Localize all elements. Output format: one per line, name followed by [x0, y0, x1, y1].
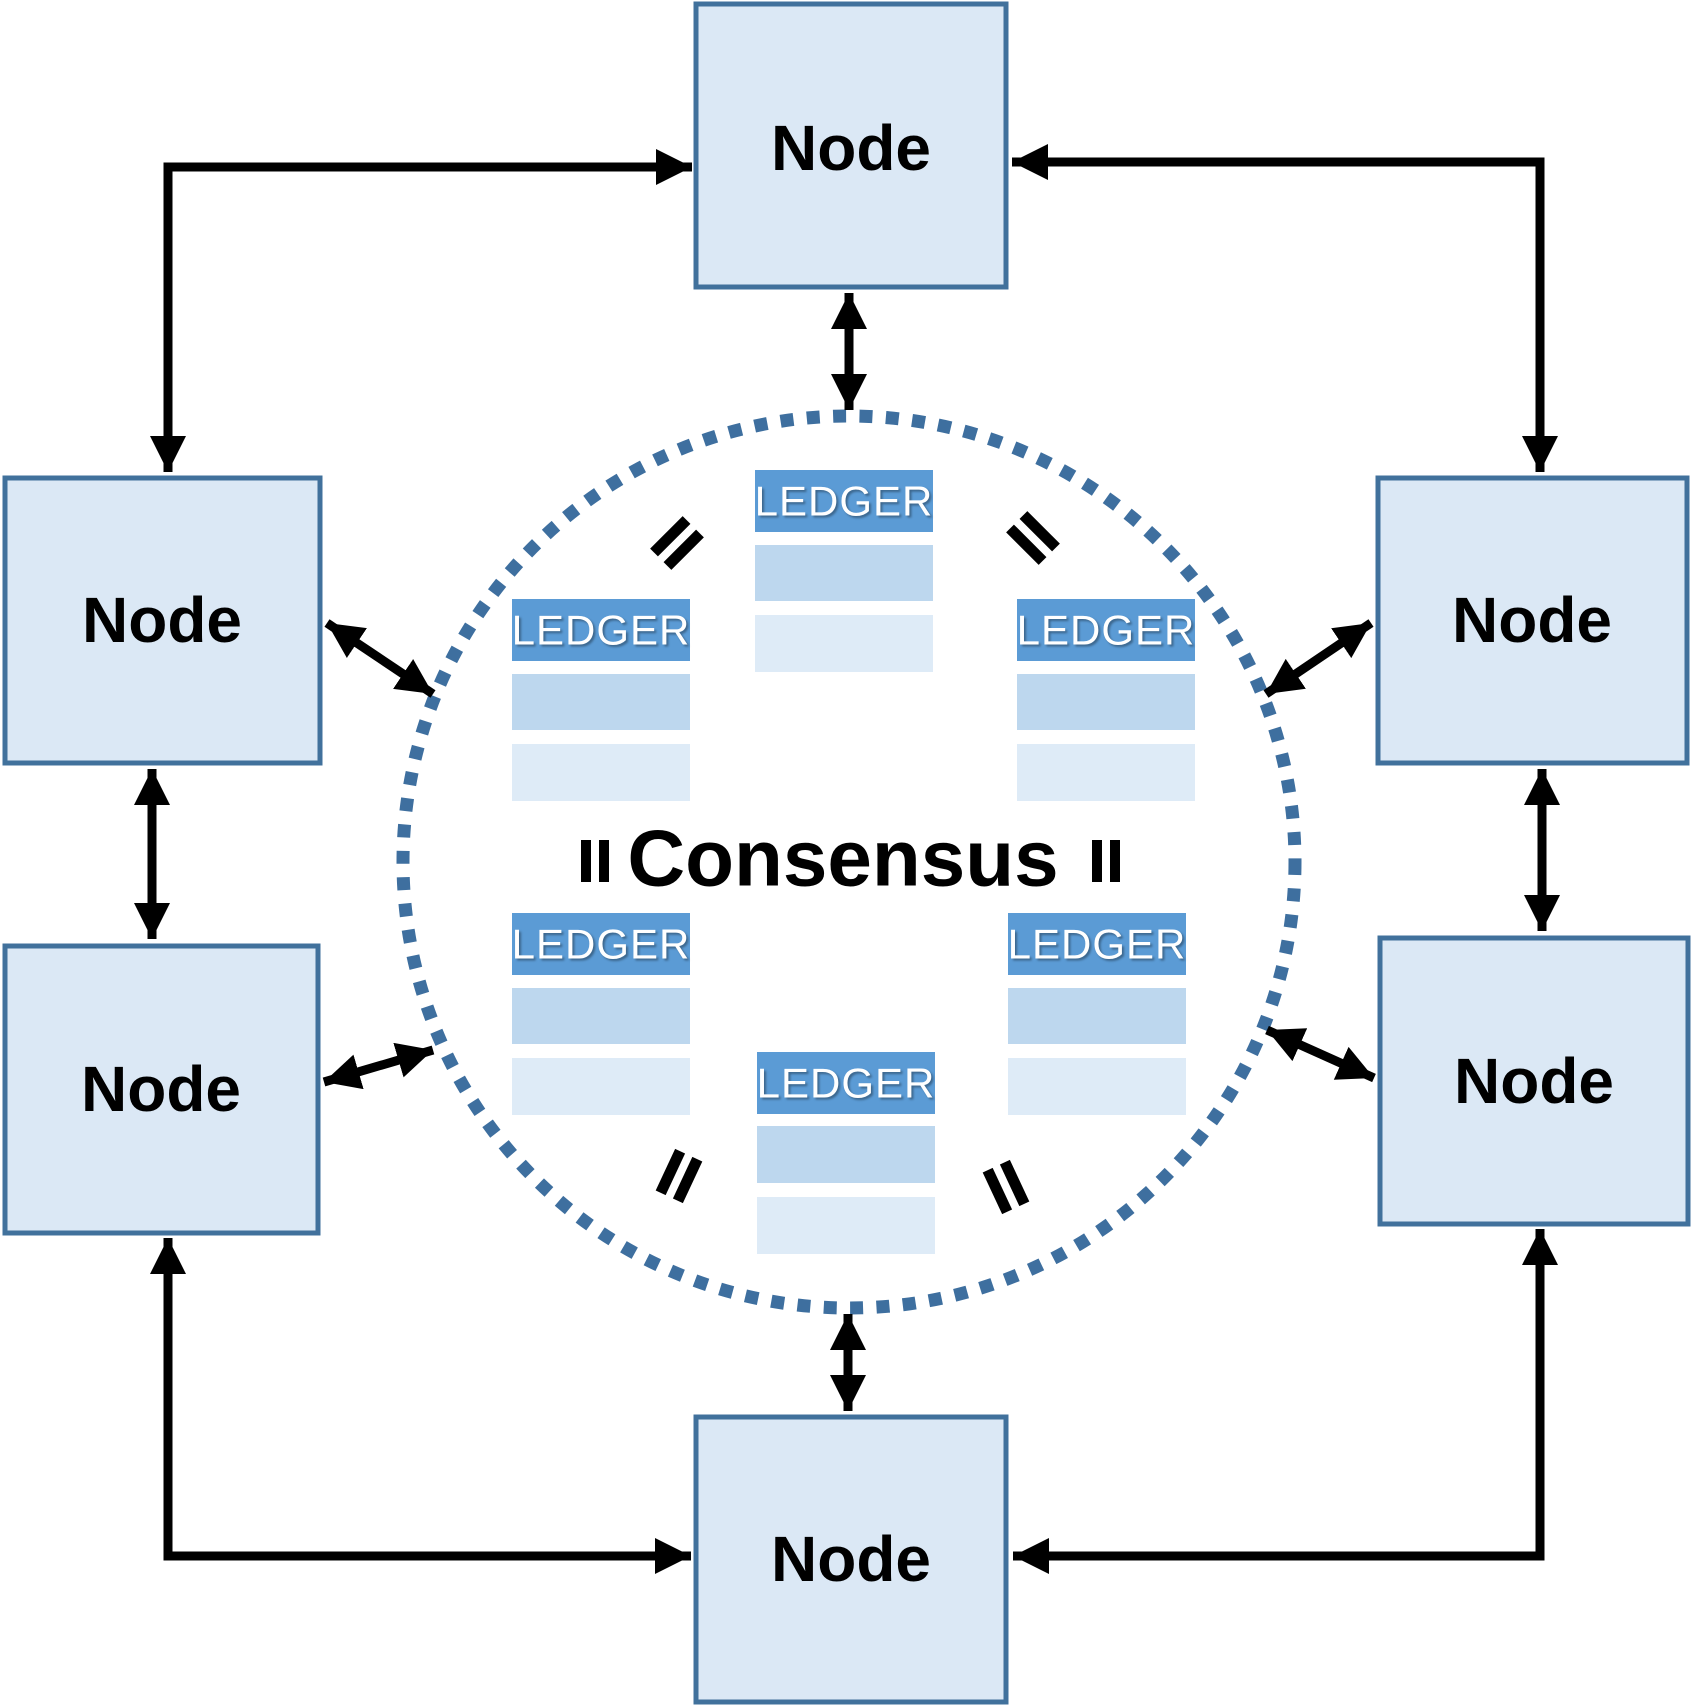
- ledger-header: [757, 1052, 935, 1114]
- arrow-lower-left-node-to-bottom-node: [150, 1238, 691, 1574]
- node-label: Node: [1454, 1045, 1614, 1117]
- ledger-header: [755, 470, 933, 532]
- arrow-top-node-to-upper-left-node: [150, 149, 692, 472]
- ledger-label: LEDGER: [512, 921, 691, 968]
- ledger-row: [757, 1126, 935, 1183]
- arrow-lower-left-node-to-circle: [322, 1042, 435, 1090]
- arrow-upper-left-node-to-circle: [324, 619, 436, 698]
- node-box: [2, 943, 321, 1236]
- node-box: [1375, 475, 1690, 766]
- ledger-upper-right: LEDGER: [1017, 599, 1196, 801]
- ledger-row: [757, 1197, 935, 1254]
- ledger-row: [1008, 1058, 1186, 1115]
- node-top: Node: [693, 1, 1009, 290]
- arrow-upper-right-node-to-circle: [1263, 619, 1374, 698]
- ledger-row: [1017, 744, 1195, 801]
- ledger-lower-left: LEDGER: [512, 913, 691, 1115]
- ledger-header: [512, 913, 690, 975]
- ledger-header: [512, 599, 690, 661]
- node-upper-right: Node: [1375, 475, 1690, 766]
- equals-mark-middle-right: [1092, 840, 1120, 882]
- ledger-top-center: LEDGER: [755, 470, 934, 672]
- ledger-label: LEDGER: [512, 607, 691, 654]
- ledger-row: [512, 674, 690, 730]
- ledger-label: LEDGER: [1017, 607, 1196, 654]
- ledger-label: LEDGER: [755, 478, 934, 525]
- node-lower-right: Node: [1377, 935, 1691, 1227]
- ledger-row: [512, 1058, 690, 1115]
- ledger-bottom-center: LEDGER: [757, 1052, 936, 1254]
- consensus-title: Consensus: [627, 814, 1058, 903]
- node-box: [2, 475, 323, 766]
- equals-mark-lower-right: [982, 1159, 1030, 1215]
- node-lower-left: Node: [2, 943, 321, 1236]
- node-upper-left: Node: [2, 475, 323, 766]
- equals-mark-upper-right: [1006, 511, 1060, 565]
- node-box: [1377, 935, 1691, 1227]
- node-label: Node: [81, 1053, 241, 1125]
- ledger-upper-left: LEDGER: [512, 599, 691, 801]
- ledger-lower-right: LEDGER: [1008, 913, 1187, 1115]
- ledger-row: [755, 615, 933, 672]
- equals-mark-upper-left: [650, 516, 704, 570]
- node-box: [693, 1, 1009, 290]
- node-box: [693, 1414, 1009, 1705]
- ledger-label: LEDGER: [1008, 921, 1187, 968]
- ledger-row: [512, 744, 690, 801]
- node-bottom: Node: [693, 1414, 1009, 1705]
- ledger-label: LEDGER: [757, 1060, 936, 1107]
- consensus-circle: [396, 409, 1302, 1315]
- ledger-row: [1017, 674, 1195, 730]
- ledger-header: [1008, 913, 1186, 975]
- arrow-lower-right-node-to-circle: [1265, 1025, 1376, 1083]
- ledger-row: [512, 988, 690, 1044]
- equals-mark-lower-left: [655, 1148, 703, 1204]
- equals-mark-middle-left: [581, 840, 609, 882]
- ledger-header: [1017, 599, 1195, 661]
- node-label: Node: [771, 1523, 931, 1595]
- arrow-lower-right-node-to-bottom-node: [1013, 1229, 1558, 1574]
- node-label: Node: [771, 112, 931, 184]
- node-label: Node: [1452, 584, 1612, 656]
- arrow-top-node-to-upper-right-node: [1012, 144, 1558, 472]
- node-label: Node: [82, 584, 242, 656]
- ledger-row: [1008, 988, 1186, 1044]
- ledger-row: [755, 545, 933, 601]
